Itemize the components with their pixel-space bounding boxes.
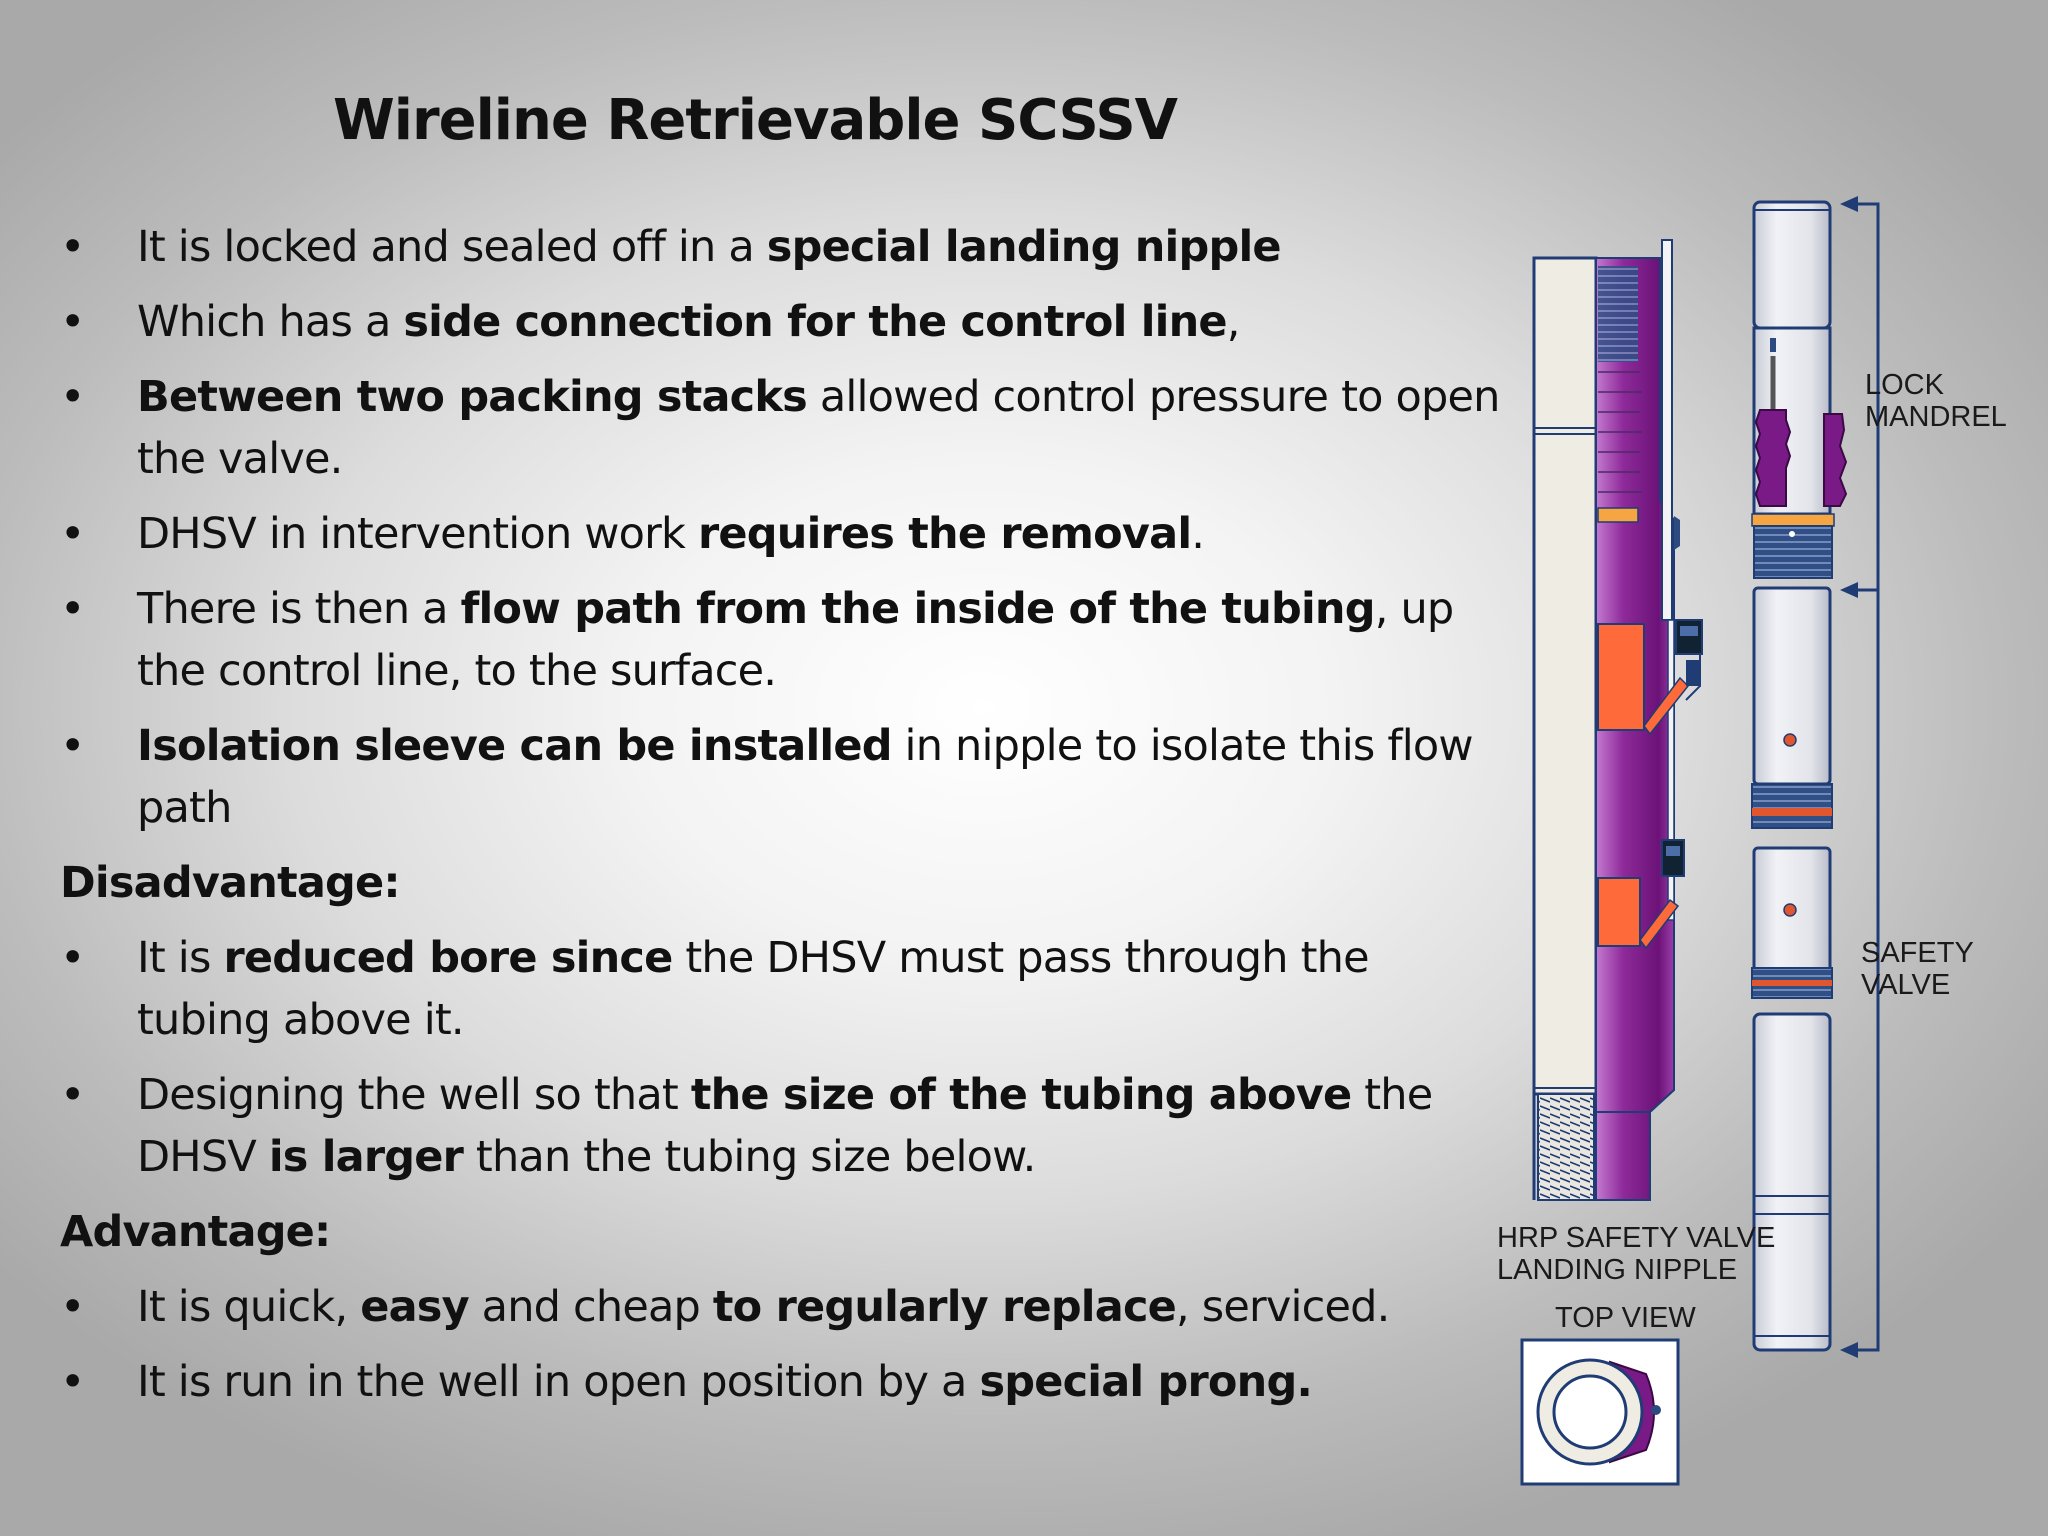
text-segment: , up the control line, to the surface. xyxy=(137,584,1454,696)
text-segment: DHSV in intervention work xyxy=(137,509,699,559)
text-segment: It is run in the well in open position b… xyxy=(137,1357,980,1407)
bullet-text: DHSV in intervention work requires the r… xyxy=(137,509,1205,559)
text-segment: Designing the well so that xyxy=(137,1070,691,1120)
bullet-marker: • xyxy=(60,372,85,422)
safety-valve-label-line1: SAFETY xyxy=(1861,937,1974,969)
text-segment: . xyxy=(1191,509,1205,559)
text-segment: It is quick, xyxy=(137,1282,361,1332)
bold-text: special prong. xyxy=(979,1357,1312,1407)
bullet-marker: • xyxy=(60,297,85,347)
text-segment: in nipple to isolate this flow path xyxy=(137,721,1474,833)
control-line-ports xyxy=(1661,619,1703,877)
text-segment: the DHSV xyxy=(137,1070,1433,1182)
text-segment: the DHSV must pass through the tubing ab… xyxy=(137,933,1370,1045)
landing-nipple-body xyxy=(1532,256,1598,1201)
bold-text: flow path from the inside of the tubing xyxy=(460,584,1376,634)
control-line-channel xyxy=(1661,239,1680,921)
packing-stacks xyxy=(1597,619,1701,950)
safety-valve-label-line2: VALVE xyxy=(1861,969,1951,1001)
slide-title: Wireline Retrievable SCSSV xyxy=(333,88,1178,153)
bold-text: to regularly replace xyxy=(712,1282,1177,1332)
bold-text: Between two packing stacks xyxy=(137,372,808,422)
bullet-marker: • xyxy=(60,222,85,272)
bold-text: special landing nipple xyxy=(766,222,1282,272)
safety-valve-tool xyxy=(1751,586,1833,1352)
bullet-marker: • xyxy=(60,1357,85,1407)
lock-mandrel-label-line2: MANDREL xyxy=(1865,401,2007,433)
bullet-content: • It is locked and sealed off in a specia… xyxy=(60,216,1500,1426)
intro-bullet-list: • It is locked and sealed off in a specia… xyxy=(60,216,1500,839)
bullet-marker: • xyxy=(60,721,85,771)
bullet-text: It is run in the well in open position b… xyxy=(137,1357,1313,1407)
bullet-item: • It is run in the well in open position … xyxy=(60,1351,1500,1413)
text-segment: allowed control pressure to open the val… xyxy=(137,372,1500,484)
bullet-marker: • xyxy=(60,933,85,983)
bold-text: the size of the tubing above xyxy=(690,1070,1352,1120)
text-segment: than the tubing size below. xyxy=(463,1132,1036,1182)
text-segment: , xyxy=(1226,297,1241,347)
disadvantage-heading: Disadvantage: xyxy=(60,858,401,908)
text-segment: and cheap xyxy=(468,1282,713,1332)
text-segment: It is locked and sealed off in a xyxy=(137,222,767,272)
landing-nipple-label: HRP SAFETY VALVE LANDING NIPPLE xyxy=(1497,1222,1775,1286)
bullet-item: • It is locked and sealed off in a specia… xyxy=(60,216,1500,278)
landing-nipple-label-line2: LANDING NIPPLE xyxy=(1497,1254,1738,1286)
bullet-text: It is quick, easy and cheap to regularly… xyxy=(137,1282,1390,1332)
bullet-marker: • xyxy=(60,1282,85,1332)
bullet-text: There is then a flow path from the insid… xyxy=(137,584,1454,696)
bullet-text: Which has a side connection for the cont… xyxy=(137,297,1240,347)
text-segment: , serviced. xyxy=(1176,1282,1390,1332)
advantage-heading: Advantage: xyxy=(60,1207,331,1257)
bullet-item: • Which has a side connection for the con… xyxy=(60,291,1500,353)
text-segment: Which has a xyxy=(137,297,404,347)
lock-mandrel-label-line1: LOCK xyxy=(1865,369,1944,401)
bullet-item: • It is quick, easy and cheap to regularl… xyxy=(60,1276,1500,1338)
bullet-text: It is locked and sealed off in a special… xyxy=(137,222,1282,272)
bullet-marker: • xyxy=(60,1070,85,1120)
disadvantage-bullet-list: • It is reduced bore since the DHSV must … xyxy=(60,927,1500,1188)
top-view-label: TOP VIEW xyxy=(1555,1302,1696,1334)
top-view-inset xyxy=(1520,1338,1680,1486)
text-segment: There is then a xyxy=(137,584,461,634)
advantage-bullet-list: • It is quick, easy and cheap to regularl… xyxy=(60,1276,1500,1413)
lock-mandrel-label: LOCK MANDREL xyxy=(1865,369,2007,433)
bullet-marker: • xyxy=(60,584,85,634)
bullet-marker: • xyxy=(60,509,85,559)
bullet-item: • DHSV in intervention work requires the … xyxy=(60,503,1500,565)
bold-text: is larger xyxy=(268,1132,464,1182)
bold-text: easy xyxy=(360,1282,469,1332)
text-segment: It is xyxy=(137,933,224,983)
bullet-item: • Between two packing stacks allowed cont… xyxy=(60,366,1500,490)
bold-text: reduced bore since xyxy=(223,933,673,983)
bullet-item: • There is then a flow path from the insi… xyxy=(60,578,1500,702)
bold-text: requires the removal xyxy=(698,509,1192,559)
bold-text: Isolation sleeve can be installed xyxy=(137,721,892,771)
bullet-text: Between two packing stacks allowed contr… xyxy=(137,372,1500,484)
bullet-item: • Isolation sleeve can be installed in ni… xyxy=(60,715,1500,839)
bold-text: side connection for the control line xyxy=(403,297,1227,347)
bullet-text: Isolation sleeve can be installed in nip… xyxy=(137,721,1474,833)
safety-valve-label: SAFETY VALVE xyxy=(1861,937,1974,1001)
lock-mandrel xyxy=(1751,200,1848,579)
bracket-arrowheads xyxy=(1840,196,1858,1358)
bullet-item: • Designing the well so that the size of … xyxy=(60,1064,1500,1188)
bullet-item: • It is reduced bore since the DHSV must … xyxy=(60,927,1500,1051)
bullet-text: Designing the well so that the size of t… xyxy=(137,1070,1433,1182)
landing-nipple-label-line1: HRP SAFETY VALVE xyxy=(1497,1222,1776,1254)
bullet-text: It is reduced bore since the DHSV must p… xyxy=(137,933,1370,1045)
